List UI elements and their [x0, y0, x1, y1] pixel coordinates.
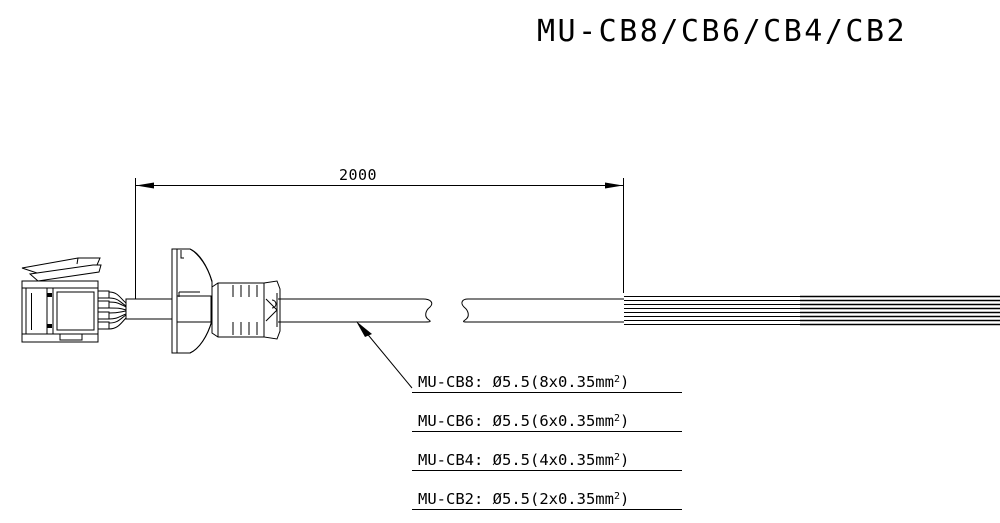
note-cb6-tail: ) [620, 412, 629, 430]
connector-terminal-3 [97, 311, 110, 320]
note-cb2-tail: ) [620, 490, 629, 508]
break-symbol [422, 298, 469, 323]
fanout-wire-2-bot [108, 307, 127, 311]
grommet-top-notch [180, 250, 184, 259]
dimension-2000: 2000 [135, 166, 624, 302]
note-cb4-main: MU-CB4: Ø5.5(4x0.35mm [418, 451, 614, 469]
grommet-contour-top [189, 248, 213, 283]
cable-stub-body [125, 298, 177, 320]
break-symbol-right [461, 298, 469, 323]
connector-latch-notch [76, 257, 79, 265]
connector-keep-tab-bottom [47, 324, 52, 328]
note-cb4-tail: ) [620, 451, 629, 469]
note-cb8: MU-CB8: Ø5.5(8x0.35mm2) [412, 373, 682, 393]
break-symbol-left [422, 298, 433, 323]
note-cb8-text: MU-CB8: Ø5.5(8x0.35mm2) [418, 373, 629, 391]
fanout-wire-4-bot [108, 317, 127, 330]
connector-terminal-1 [97, 290, 110, 299]
note-cb6-main: MU-CB6: Ø5.5(6x0.35mm [418, 412, 614, 430]
note-cb2-main: MU-CB2: Ø5.5(2x0.35mm [418, 490, 614, 508]
dimension-arrow-right [605, 182, 623, 189]
connector-window-inner [56, 291, 95, 331]
grommet-barrel [211, 282, 273, 338]
grommet-inner-passage [176, 295, 212, 323]
fanout-wire-4-top [108, 314, 127, 324]
drawing-title: MU-CB8/CB6/CB4/CB2 [537, 14, 907, 49]
connector-terminal-4 [97, 321, 110, 330]
fanout-wire-2-top [108, 301, 127, 308]
note-cb2-text: MU-CB2: Ø5.5(2x0.35mm2) [418, 490, 629, 508]
note-cb2: MU-CB2: Ø5.5(2x0.35mm2) [412, 490, 682, 510]
cable-jacket-right [468, 298, 624, 323]
fanout-wire-3-top [108, 310, 127, 314]
note-cb4-text: MU-CB4: Ø5.5(4x0.35mm2) [418, 451, 629, 469]
note-cb8-tail: ) [620, 373, 629, 391]
connector-keep-tab-top [47, 293, 52, 297]
fanout-wire-3-bot [108, 313, 127, 320]
cable-stub [125, 298, 177, 320]
fanout-wire-1-bot [108, 297, 127, 307]
note-cb8-main: MU-CB8: Ø5.5(8x0.35mm [418, 373, 614, 391]
leader-arrow [356, 321, 413, 389]
note-cb6: MU-CB6: Ø5.5(6x0.35mm2) [412, 412, 682, 432]
note-cb6-text: MU-CB6: Ø5.5(6x0.35mm2) [418, 412, 629, 430]
cable-jacket-left [278, 298, 423, 323]
note-cb4-sup: 2 [614, 452, 620, 463]
note-cb8-sup: 2 [614, 374, 620, 385]
grommet-strain-relief [171, 248, 281, 354]
leader-line [359, 324, 413, 389]
connector-terminal-2 [97, 300, 110, 309]
note-cb4: MU-CB4: Ø5.5(4x0.35mm2) [412, 451, 682, 471]
connector-left-compartment [25, 287, 48, 335]
dimension-label: 2000 [339, 166, 377, 184]
grommet-flange-edge [171, 248, 178, 354]
dimension-arrow-left [136, 182, 154, 189]
connector-latch-lower [28, 264, 102, 282]
wire-fanout [108, 291, 127, 330]
grommet-contour-bottom [189, 319, 213, 354]
grommet-cap-curve-top [271, 299, 277, 309]
connector-housing [21, 257, 110, 343]
wire-bundle-stripped [624, 295, 1000, 326]
leader-arrowhead [356, 321, 372, 337]
grommet-end-flange [263, 280, 281, 340]
note-cb2-sup: 2 [614, 491, 620, 502]
fanout-wire-1-top [108, 291, 127, 304]
note-cb6-sup: 2 [614, 413, 620, 424]
connector-bottom-tab [59, 333, 83, 341]
